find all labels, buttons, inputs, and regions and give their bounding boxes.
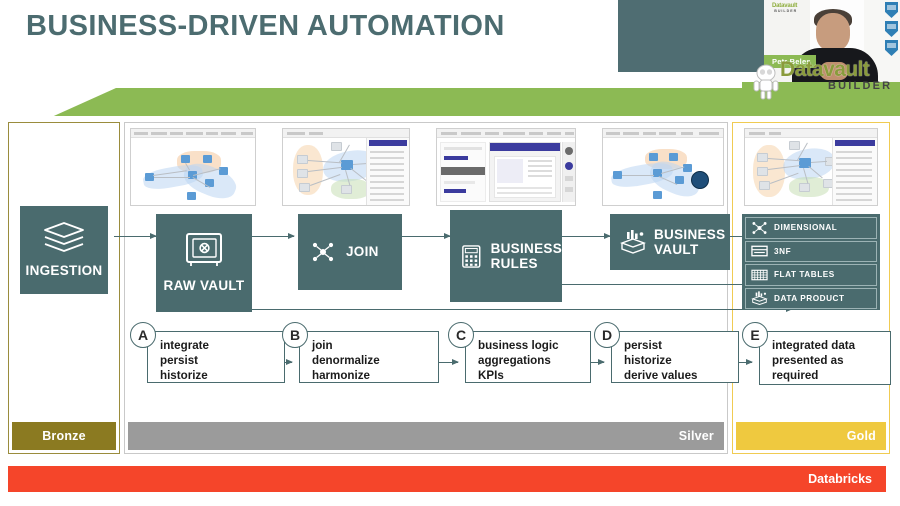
camera-watermark-logo: Datavault BUILDER bbox=[772, 3, 797, 13]
process-box-raw-vault[interactable]: RAW VAULT bbox=[156, 214, 252, 312]
thumbnail-toolbar bbox=[745, 129, 877, 138]
gold-output-label: 3NF bbox=[774, 246, 792, 256]
graph-node bbox=[203, 155, 212, 163]
datavault-builder-logo: Datavault BUILDER bbox=[742, 58, 900, 102]
graph-node bbox=[188, 171, 197, 179]
step-a-text: integrate persist historize bbox=[147, 331, 285, 383]
logo-brand-text: Datavault bbox=[780, 58, 870, 81]
thumbnail-graph-browser-focus[interactable] bbox=[602, 128, 724, 206]
logo-green-strip bbox=[742, 82, 900, 102]
page-title: BUSINESS-DRIVEN AUTOMATION bbox=[26, 10, 505, 42]
process-box-join[interactable]: JOIN bbox=[298, 214, 402, 290]
thumbnail-toolbar bbox=[603, 129, 723, 138]
graph-node bbox=[219, 167, 228, 175]
step-e-text: integrated data presented as required bbox=[759, 331, 891, 385]
graph-node-active bbox=[799, 158, 811, 168]
thumbnail-toolbar bbox=[131, 129, 255, 138]
graph-node bbox=[187, 192, 196, 200]
graph-node bbox=[145, 173, 154, 181]
arrow-step-c-to-d bbox=[580, 357, 605, 367]
node-cluster-icon bbox=[312, 242, 334, 262]
selected-node-highlight bbox=[691, 171, 709, 189]
step-b-letter: B bbox=[282, 322, 308, 348]
data-product-icon bbox=[751, 291, 768, 306]
step-c-text: business logic aggregations KPIs bbox=[465, 331, 591, 383]
thumbnail-side-panel bbox=[832, 138, 877, 205]
step-c-letter: C bbox=[448, 322, 474, 348]
step-e-letter: E bbox=[742, 322, 768, 348]
arrow-rawvault-to-join bbox=[252, 231, 295, 241]
column-footer-gold: Gold bbox=[736, 422, 886, 450]
gold-output-label: DATA PRODUCT bbox=[774, 293, 845, 303]
column-footer-bronze: Bronze bbox=[12, 422, 116, 450]
camera-watermark-sub: BUILDER bbox=[774, 9, 798, 13]
camera-watermark-brand: Datavault bbox=[772, 3, 798, 9]
gold-output-dimensional[interactable]: DIMENSIONAL bbox=[745, 217, 877, 239]
step-d-letter: D bbox=[594, 322, 620, 348]
gold-output-data-product[interactable]: DATA PRODUCT bbox=[745, 287, 877, 309]
process-label: RAW VAULT bbox=[163, 278, 245, 294]
process-label: BUSINESS RULES bbox=[490, 240, 562, 271]
arrow-rawvault-to-dataproduct bbox=[252, 304, 793, 314]
gold-output-3nf[interactable]: 3NF bbox=[745, 240, 877, 262]
process-box-business-vault[interactable]: BUSINESS VAULT bbox=[610, 214, 730, 270]
platform-bar-label: Databricks bbox=[808, 472, 872, 486]
thumbnail-toolbar bbox=[437, 129, 575, 138]
graph-node-active bbox=[341, 160, 353, 170]
step-a-letter: A bbox=[130, 322, 156, 348]
thumbnail-left-list bbox=[440, 142, 486, 202]
safe-vault-icon bbox=[186, 233, 222, 267]
thumbnail-side-panel bbox=[366, 138, 409, 205]
shield-badge-icon bbox=[885, 40, 898, 56]
thumbnail-detail-pane bbox=[489, 142, 561, 202]
graph-node bbox=[181, 155, 190, 163]
node-cluster-icon bbox=[752, 221, 767, 234]
gold-output-flat-tables[interactable]: FLAT TABLES bbox=[745, 264, 877, 286]
step-d-text: persist historize derive values bbox=[611, 331, 739, 383]
calculator-icon bbox=[462, 244, 481, 268]
speaker-name-tag: Petr Beles bbox=[764, 55, 816, 68]
speaker-hands bbox=[820, 62, 848, 80]
arrow-step-b-to-c bbox=[434, 357, 459, 367]
arrow-businessrules-to-businessvault bbox=[562, 231, 611, 241]
shield-badge-icon bbox=[885, 2, 898, 18]
speaker-face bbox=[816, 13, 850, 51]
gold-output-label: DIMENSIONAL bbox=[774, 223, 838, 233]
table-outline-icon bbox=[751, 245, 768, 257]
process-label: JOIN bbox=[346, 244, 379, 260]
thumbnail-right-rail bbox=[562, 142, 575, 202]
platform-bar-databricks: Databricks bbox=[8, 466, 886, 492]
graph-node bbox=[205, 179, 214, 187]
robot-mascot-icon bbox=[753, 64, 779, 100]
gold-outputs-panel: DIMENSIONAL 3NF bbox=[742, 214, 880, 310]
process-box-business-rules[interactable]: BUSINESS RULES bbox=[450, 210, 562, 302]
data-product-icon bbox=[620, 230, 646, 254]
arrow-ingestion-to-rawvault bbox=[114, 231, 157, 241]
arrow-step-d-to-e bbox=[726, 357, 753, 367]
shield-badge-icon bbox=[885, 21, 898, 37]
thumbnail-table-editor[interactable] bbox=[436, 128, 576, 206]
process-label: INGESTION bbox=[25, 263, 103, 279]
logo-sub-text: BUILDER bbox=[828, 80, 893, 92]
gold-output-label: FLAT TABLES bbox=[774, 270, 835, 280]
layers-stack-icon bbox=[44, 222, 84, 253]
grid-table-icon bbox=[751, 269, 768, 281]
architecture-diagram: Bronze Silver Gold bbox=[6, 122, 894, 462]
column-footer-silver: Silver bbox=[128, 422, 724, 450]
badge-group bbox=[885, 2, 898, 56]
thumbnail-toolbar bbox=[283, 129, 409, 138]
step-b-text: join denormalize harmonize bbox=[299, 331, 439, 383]
process-box-ingestion[interactable]: INGESTION bbox=[20, 206, 108, 294]
thumbnail-graph-browser[interactable] bbox=[130, 128, 256, 206]
thumbnail-graph-cluster[interactable] bbox=[282, 128, 410, 206]
thumbnail-graph-cluster-panel[interactable] bbox=[744, 128, 878, 206]
process-label: BUSINESS VAULT bbox=[654, 226, 726, 257]
arrow-join-to-businessrules bbox=[402, 231, 451, 241]
